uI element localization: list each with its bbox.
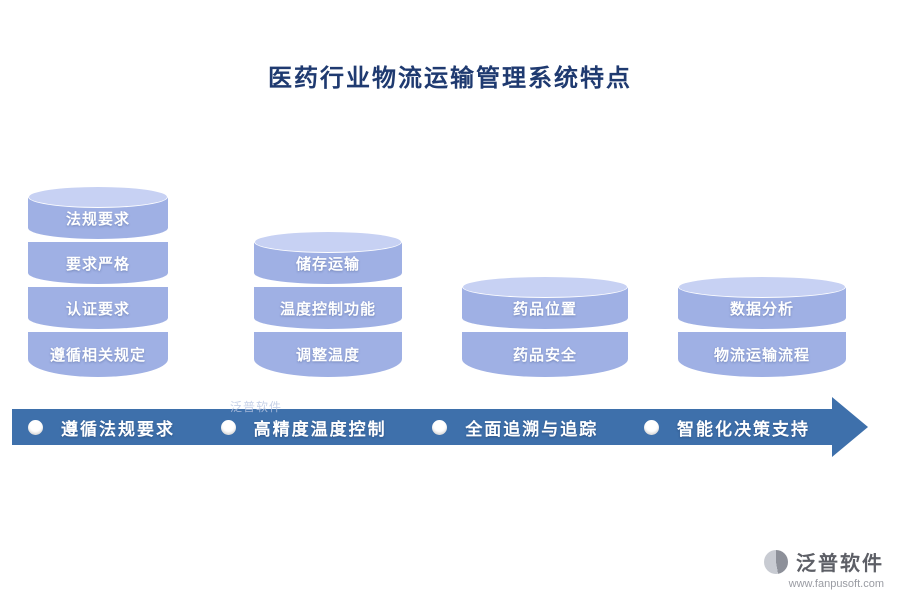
watermark-text: 泛普软件 — [230, 400, 283, 414]
fanpu-logo-icon — [764, 549, 788, 574]
arrow-item-temperature-control: 高精度温度控制 — [220, 415, 387, 440]
cylinder-segment: 药品安全 — [462, 332, 628, 377]
cylinder-segment: 要求严格 — [28, 242, 168, 287]
cylinder-cap — [254, 231, 402, 253]
website-url: www.fanpusoft.com — [788, 578, 884, 590]
cylinder-cap — [462, 276, 628, 298]
cylinder-cap — [28, 186, 168, 208]
bullet-circle-icon — [432, 419, 448, 435]
arrow-item-label: 全面追溯与追踪 — [465, 419, 599, 439]
arrow-item-compliance: 遵循法规要求 — [28, 415, 175, 440]
page-title: 医药行业物流运输管理系统特点 — [268, 65, 632, 92]
cylinder-analytics: 数据分析 物流运输流程 — [678, 276, 846, 377]
arrow-head — [832, 397, 868, 457]
bullet-circle-icon — [28, 419, 43, 435]
arrow-item-label: 遵循法规要求 — [61, 419, 175, 439]
bullet-circle-icon — [220, 419, 236, 435]
process-arrow: 遵循法规要求 高精度温度控制 全面追溯与追踪 智能化决策支持 — [12, 409, 832, 445]
cylinder-segment: 认证要求 — [28, 287, 168, 332]
cylinder-segment: 物流运输流程 — [678, 332, 846, 377]
arrow-item-decision-support: 智能化决策支持 — [643, 415, 810, 440]
cylinder-regulations: 法规要求 要求严格 认证要求 遵循相关规定 — [28, 186, 168, 377]
cylinder-cap — [678, 276, 846, 298]
bullet-circle-icon — [643, 419, 659, 435]
arrow-item-traceability: 全面追溯与追踪 — [432, 415, 598, 440]
cylinder-segment: 温度控制功能 — [254, 287, 402, 332]
cylinder-tracking: 药品位置 药品安全 — [462, 276, 628, 377]
arrow-item-label: 高精度温度控制 — [253, 419, 387, 439]
cylinder-segment: 调整温度 — [254, 332, 402, 377]
cylinder-temperature: 储存运输 温度控制功能 调整温度 — [254, 231, 402, 377]
brand-name: 泛普软件 — [796, 553, 884, 575]
cylinder-segment: 遵循相关规定 — [28, 332, 168, 377]
arrow-item-label: 智能化决策支持 — [676, 419, 810, 439]
footer-brand: 泛普软件 www.fanpusoft.com — [764, 547, 884, 590]
